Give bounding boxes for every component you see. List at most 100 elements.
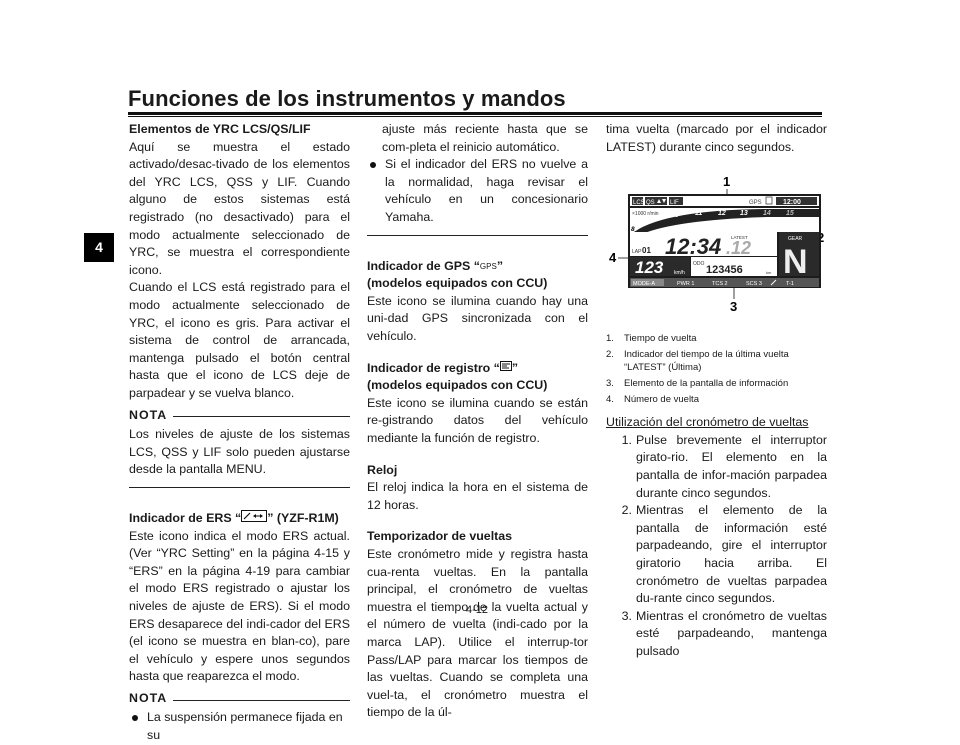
rpm-label: ×1000 r/min [632,211,659,217]
callout-1: 1 [723,174,730,189]
section-subheading: (modelos equipados con CCU) [367,378,548,393]
section-heading-yrc: Elementos de YRC LCS/QS/LIF [129,122,311,136]
gps-icon: GPS [479,261,497,271]
paragraph: Este icono indica el modo ERS actual. (V… [129,528,350,684]
column-1: Elementos de YRC LCS/QS/LIF Aquí se mues… [129,121,350,745]
callout-4: 4 [609,250,617,265]
status-item: PWR 1 [677,281,694,287]
section-heading-lap-timer: Temporizador de vueltas [367,529,513,544]
page-title: Funciones de los instrumentos y mandos [128,86,566,111]
log-icon [499,360,512,378]
section-heading-gps: Indicador de GPS “GPS” [367,258,588,276]
lcs-icon [632,197,643,206]
note-end-rule [367,234,588,236]
paragraph: Este cronómetro mide y registra hasta cu… [367,547,588,720]
log-indicator-icon [765,196,773,205]
odo-value: 123456 [706,264,743,276]
speed-value: 123 [635,258,664,277]
title-rule [128,112,822,115]
note-label: NOTA [129,407,168,422]
bullet-dot [367,156,385,226]
rpm-tick: 14 [763,210,771,217]
paragraph: Cuando el LCS está registrado para el mo… [129,280,350,400]
qs-arrows-icon [657,199,666,204]
step-item: 1.Pulse brevemente el interruptor girato… [621,432,827,500]
odo-label: ODO [693,261,705,267]
section-heading-ers: Indicador de ERS “” (YZF-R1M) [129,509,350,528]
svg-text:LCS: LCS [633,200,645,206]
rpm-tick: 11 [695,210,702,217]
paragraph: Este icono se ilumina cuando se están re… [367,395,588,446]
bullet-dot [129,709,147,744]
bullet-item: La suspensión permanece fijada en su [129,709,350,744]
ers-indicator-icon [770,279,777,286]
column-2: ajuste más reciente hasta que se com-ple… [367,121,588,722]
ers-icon [241,509,268,528]
paragraph: Aquí se muestra el estado activado/desac… [129,139,350,277]
top-strip [630,196,819,207]
chapter-tab: 4 [84,233,114,262]
caption-item: 2.Indicador del tiempo de la última vuel… [606,349,789,374]
callout-3: 3 [730,299,737,314]
lap-label: LAP [632,249,642,255]
usage-heading: Utilización del cronómetro de vueltas [606,415,809,430]
paragraph: El reloj indica la hora en el sistema de… [367,480,588,512]
qs-icon [645,197,667,206]
title-rule-thin [128,116,822,117]
note-text: Los niveles de ajuste de los sistemas LC… [129,427,350,477]
section-heading-clock: Reloj [367,462,398,477]
lap-area [630,232,777,257]
note-end-rule [129,486,350,488]
status-item: TCS 2 [712,281,728,287]
gps-indicator: GPS [749,200,762,206]
dashboard-figure: 1 2 3 4 LCS QS LIF GPS 12:00 [606,172,827,314]
note-label: NOTA [129,690,168,705]
latest-indicator: LATEST [731,235,748,240]
status-item: SCS 3 [746,281,762,287]
odo-box [691,257,777,277]
figure-captions: 1.Tiempo de vuelta 2.Indicador del tiemp… [606,332,827,406]
rpm-tick: 9 [647,217,651,224]
rpm-tick: 12 [718,210,726,217]
caption-item: 1.Tiempo de vuelta [606,333,697,345]
speed-unit: km/h [674,270,685,276]
page-number: 4-12 [466,604,489,616]
note-header: NOTA [129,690,350,708]
mode-label: MODE-A [633,281,655,287]
odo-unit: km [766,270,772,275]
speed-box [630,257,690,277]
section-subheading: (modelos equipados con CCU) [367,276,548,291]
rpm-tick: 10 [671,212,679,219]
lap-time: 12:34 [665,234,721,259]
step-item: 2.Mientras el elemento de la pantalla de… [621,503,827,606]
bullet-continuation: ajuste más reciente hasta que se com-ple… [382,122,588,154]
gear-box [779,232,819,277]
gear-label: GEAR [788,236,803,242]
note-header: NOTA [129,407,350,425]
clock-box [776,197,817,206]
gear-value: N [783,243,808,281]
step-item: 3.Mientras el cronómetro de vueltas esté… [621,608,827,658]
rpm-tick: 8 [631,226,635,233]
status-bar [630,278,819,288]
caption-item: 3.Elemento de la pantalla de información [606,378,789,390]
note-rule [173,699,350,701]
lap-time-decimal: .12 [726,238,751,258]
note-rule [173,416,350,418]
column-3: tima vuelta (marcado por el indicador LA… [606,121,827,661]
bullet-item: Si el indicador del ERS no vuelve a la n… [367,156,588,226]
status-item: T-1 [786,281,794,287]
rpm-tick: 13 [740,210,748,217]
lif-icon [669,197,683,206]
caption-item: 4.Número de vuelta [606,394,699,406]
section-heading-log: Indicador de registro “” [367,360,588,378]
paragraph: tima vuelta (marcado por el indicador LA… [606,122,827,154]
mode-box [631,279,664,287]
rpm-tick: 15 [786,210,794,217]
rpm-bar [634,209,819,235]
svg-text:LIF: LIF [670,200,679,206]
clock: 12:00 [783,199,801,206]
lap-number: 01 [642,246,651,255]
svg-text:QS: QS [646,200,655,206]
paragraph: Este icono se ilumina cuando hay una uni… [367,293,588,344]
